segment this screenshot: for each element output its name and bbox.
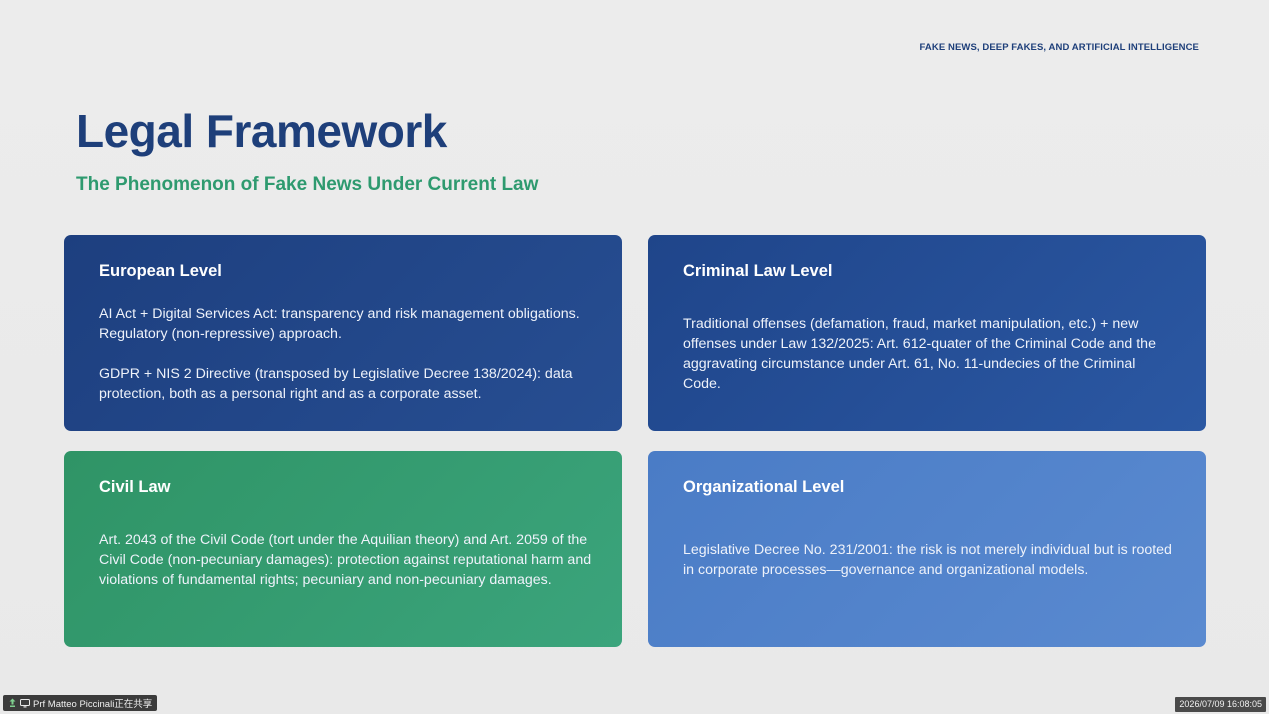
page-subtitle: The Phenomenon of Fake News Under Curren… (76, 174, 539, 195)
card-paragraph: Traditional offenses (defamation, fraud,… (683, 316, 1156, 392)
card-paragraph: Art. 2043 of the Civil Code (tort under … (99, 532, 592, 588)
card-organizational-level: Organizational Level Legislative Decree … (648, 451, 1206, 647)
header-tag: FAKE NEWS, DEEP FAKES, AND ARTIFICIAL IN… (919, 42, 1199, 53)
presenter-label: Prf Matteo Piccinali正在共享 (33, 699, 153, 710)
screen-share-icon (20, 698, 30, 708)
card-title: Criminal Law Level (683, 262, 833, 280)
pin-icon[interactable] (7, 698, 17, 708)
card-body: Art. 2043 of the Civil Code (tort under … (99, 530, 592, 590)
card-paragraph: AI Act + Digital Services Act: transpare… (99, 306, 580, 342)
card-title: European Level (99, 262, 222, 280)
card-european-level: European Level AI Act + Digital Services… (64, 235, 622, 431)
card-body: Traditional offenses (defamation, fraud,… (683, 314, 1176, 394)
card-paragraph: GDPR + NIS 2 Directive (transposed by Le… (99, 366, 573, 402)
card-criminal-law-level: Criminal Law Level Traditional offenses … (648, 235, 1206, 431)
page-title: Legal Framework (76, 105, 447, 157)
card-civil-law: Civil Law Art. 2043 of the Civil Code (t… (64, 451, 622, 647)
card-body: Legislative Decree No. 231/2001: the ris… (683, 540, 1176, 580)
card-title: Organizational Level (683, 478, 845, 496)
timestamp: 2026/07/09 16:08:05 (1175, 697, 1266, 712)
screen-share-indicator[interactable]: Prf Matteo Piccinali正在共享 (3, 695, 158, 711)
card-paragraph: Legislative Decree No. 231/2001: the ris… (683, 542, 1172, 578)
card-body: AI Act + Digital Services Act: transpare… (99, 304, 592, 404)
card-title: Civil Law (99, 478, 171, 496)
